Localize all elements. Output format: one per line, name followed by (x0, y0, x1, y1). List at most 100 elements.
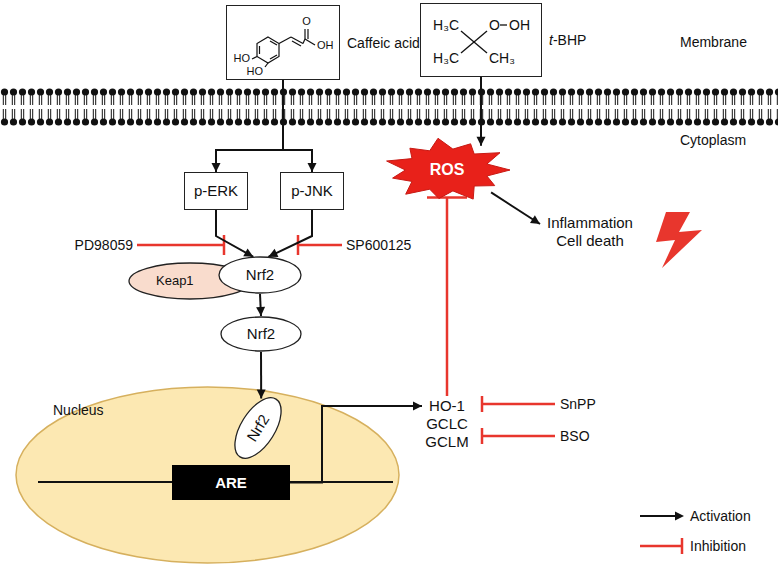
activation-connector (257, 352, 266, 399)
region-label: Membrane (680, 34, 747, 51)
atom-label: OH (317, 39, 334, 52)
atom-label: O (489, 17, 500, 34)
atom-label: OH (509, 17, 530, 34)
ellipse-outline (221, 317, 301, 351)
caffeic-acid-structure-part (270, 55, 277, 59)
node-label: t-BHP (549, 32, 586, 49)
node-label: ARE (215, 474, 247, 492)
activation-connector (216, 210, 253, 257)
ellipse-outline (219, 257, 301, 293)
inhibitor-line-part (297, 235, 300, 255)
burst-outline (387, 138, 510, 199)
kinase-box: p-JNK (280, 172, 344, 210)
activation-connector (477, 77, 486, 146)
kinase-box: p-ERK (184, 172, 248, 210)
t-bhp-structure-part (500, 24, 507, 25)
t-bhp-structure-part (461, 42, 474, 53)
legend-text: Inhibition (690, 538, 746, 555)
node-label: p-ERK (194, 182, 238, 200)
caffeic-acid-structure (252, 29, 315, 67)
node-label: Inflammation Cell death (540, 214, 640, 250)
arrow-head (268, 249, 278, 257)
caffeic-acid-structure-part (303, 39, 305, 44)
node-label: Nrf2 (247, 325, 275, 343)
ros-burst: ROS (384, 138, 510, 202)
caffeic-acid-structure-part (291, 37, 303, 44)
nucleus-ellipse: Nucleus Nrf2ARE (15, 386, 400, 564)
caffeic-acid-structure-part (265, 63, 268, 67)
caffeic-acid-structure-part (259, 46, 260, 54)
arrow-head (413, 402, 422, 411)
connector-line (446, 198, 449, 397)
are-box: ARE (172, 465, 290, 500)
atom-label: CH₃ (489, 50, 515, 67)
node-label: p-JNK (291, 182, 333, 200)
inhibitor-line-part (481, 428, 484, 444)
activation-connector (283, 80, 317, 172)
node-label: HO-1 GCLC GCLM (422, 397, 472, 451)
legend-text: Activation (690, 508, 751, 525)
arrow-head (256, 307, 265, 316)
compound-box: t-BHP (420, 3, 542, 77)
ellipse-outline (226, 390, 291, 466)
node-label: Keap1 (156, 273, 194, 289)
arrow-head (530, 215, 540, 224)
arrow-head (243, 248, 253, 256)
region-label: Cytoplasm (680, 132, 746, 149)
nrf2-ellipse: Nrf2 (226, 396, 290, 460)
outcome-text: Inflammation Cell death (540, 212, 640, 252)
caffeic-acid-structure-part (292, 41, 301, 46)
legend-sample-part (675, 512, 684, 521)
atom-label: HO (247, 65, 264, 78)
inhibitor-line-part (482, 435, 555, 438)
legend-sample-part (640, 515, 676, 517)
node-label: Nucleus (53, 402, 104, 419)
arrow-head (308, 163, 317, 172)
nrf2-ellipse: Nrf2 (218, 256, 302, 294)
node-label: Nrf2 (246, 266, 274, 284)
connector-line (216, 210, 253, 257)
lightning-bolt (656, 212, 702, 268)
inhibition-connector (427, 198, 467, 397)
node-label: Caffeic acid (347, 34, 420, 51)
legend-sample-part (640, 545, 682, 548)
membrane-bilayer (0, 88, 778, 126)
nrf2-ellipse: Nrf2 (220, 316, 302, 352)
connector-line (283, 80, 312, 172)
inhibitor-line-part (481, 396, 484, 412)
atom-label: H₃C (433, 17, 459, 34)
legend-sample (640, 512, 684, 555)
inhibitor-line-part (223, 235, 226, 255)
atom-label: H₃C (433, 50, 459, 67)
inhibitor-label: BSO (560, 428, 590, 445)
inhibitor-label: SP600125 (346, 237, 411, 254)
inhibitor-label: SnPP (560, 396, 596, 413)
inhibitor-label: PD98059 (75, 237, 133, 254)
t-bhp-structure-part (474, 31, 487, 42)
legend-sample-part (681, 538, 684, 554)
caffeic-acid-structure-part (279, 37, 291, 44)
connector-line (268, 210, 312, 257)
activation-connector (212, 80, 284, 172)
node-label: ROS (430, 160, 465, 179)
arrow-head (257, 390, 266, 399)
caffeic-acid-structure-part (257, 37, 279, 63)
caffeic-acid-structure-part (304, 29, 305, 39)
t-bhp-structure-part (461, 31, 474, 42)
activation-connector (290, 402, 422, 483)
atom-label: HO (234, 52, 251, 65)
nucleus-outline (16, 387, 399, 563)
caffeic-acid-structure-part (307, 29, 308, 39)
caffeic-acid-structure-part (305, 39, 315, 45)
activation-connector (491, 192, 540, 224)
connector-line (480, 77, 482, 146)
atom-label: O (302, 15, 311, 28)
t-bhp-structure-part (474, 42, 487, 53)
activation-connector (268, 210, 312, 257)
caffeic-acid-structure-part (270, 41, 277, 45)
inhibitor-line-part (482, 403, 555, 406)
gene-list: HO-1 GCLC GCLM (422, 396, 472, 452)
inhibition-bar (427, 196, 467, 199)
connector-line (290, 406, 422, 482)
